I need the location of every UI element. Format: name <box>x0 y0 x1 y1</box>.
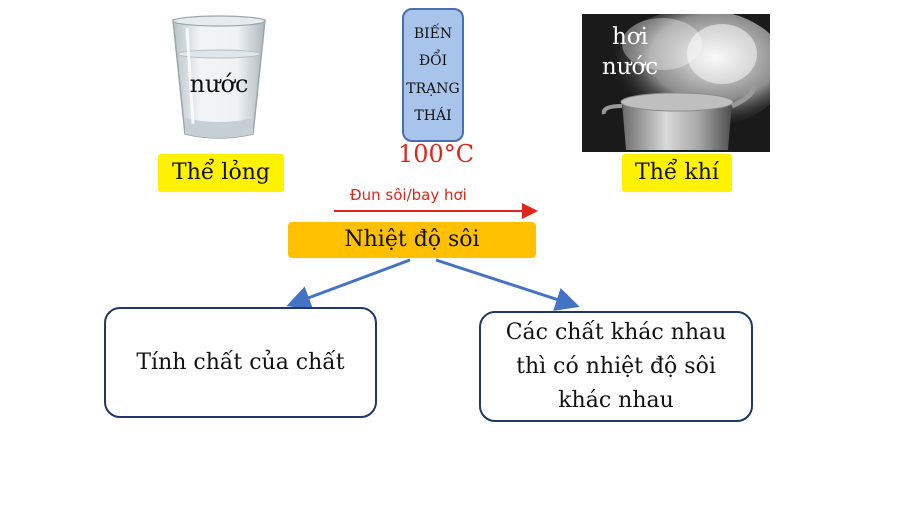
card-right-line-3: khác nhau <box>558 387 674 413</box>
steam-label-line-2: nước <box>601 54 659 80</box>
steam-label-line-1: hơi <box>611 24 649 50</box>
water-glass-image <box>165 14 273 144</box>
steam-label: hơi nước <box>590 22 670 82</box>
steam-pot-image <box>582 14 770 152</box>
card-right-line-2: thì có nhiệt độ sôi <box>516 353 716 379</box>
liquid-state-label: Thể lỏng <box>158 154 284 192</box>
card-right-line-1: Các chất khác nhau <box>505 319 727 345</box>
water-label: nước <box>189 70 249 98</box>
temperature-label: 100°C <box>398 140 475 168</box>
left-branch-arrow <box>286 258 411 309</box>
state-change-box: BIẾN ĐỔI TRẠNG THÁI <box>402 8 464 142</box>
boiling-point-box: Nhiệt độ sôi <box>288 222 536 258</box>
state-change-line-4: THÁI <box>414 108 452 125</box>
state-change-line-2: ĐỔI <box>418 53 448 70</box>
substance-property-card: Tính chất của chất <box>104 307 377 418</box>
state-change-line-3: TRẠNG <box>406 80 460 97</box>
boiling-caption: Đun sôi/bay hơi <box>350 186 467 204</box>
right-branch-arrow <box>435 258 580 311</box>
different-boiling-points-card: Các chất khác nhau thì có nhiệt độ sôi k… <box>479 311 753 422</box>
state-change-line-1: BIẾN <box>413 25 453 42</box>
gas-state-label: Thể khí <box>622 154 732 192</box>
